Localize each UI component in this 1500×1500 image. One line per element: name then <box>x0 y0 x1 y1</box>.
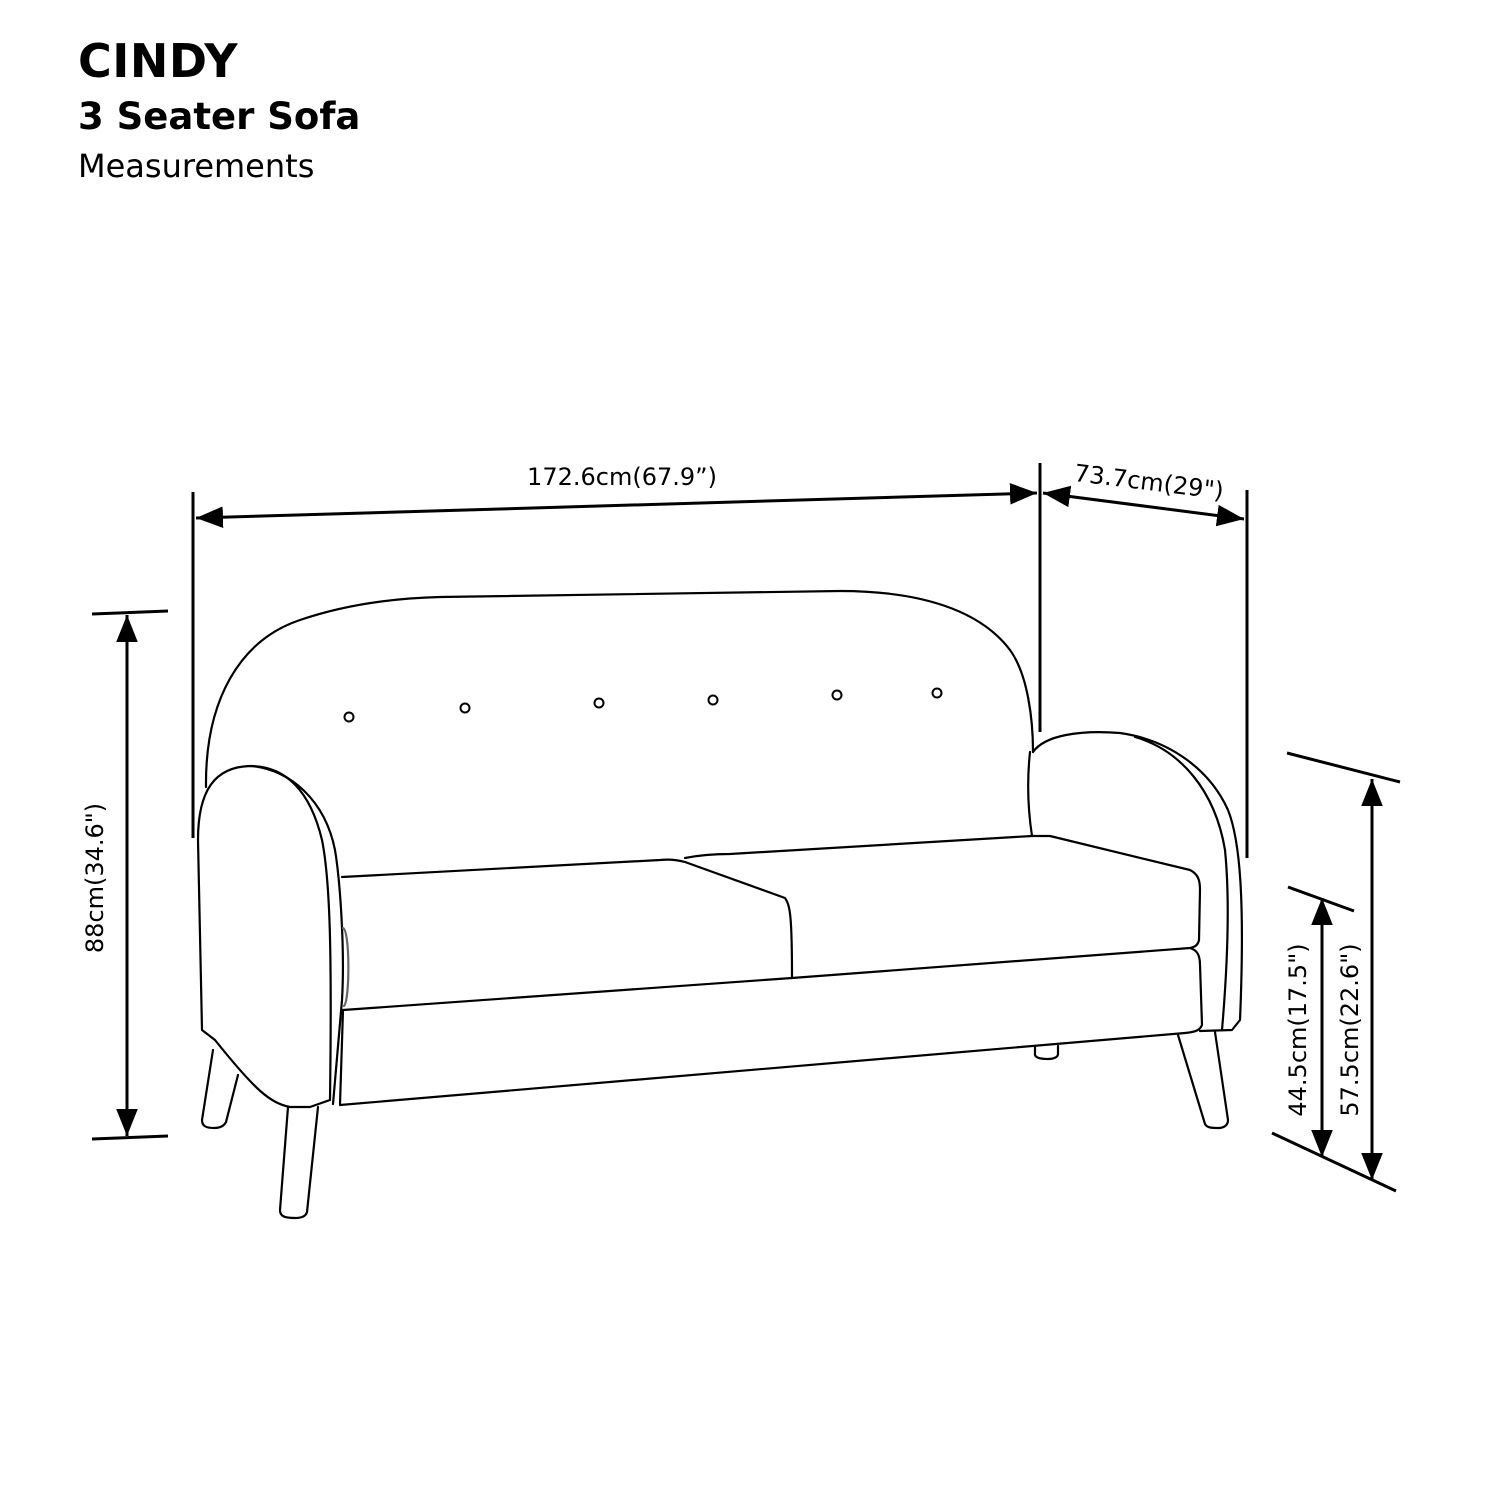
button-icon <box>707 694 719 706</box>
sofa-outline <box>196 589 1244 1220</box>
dimension-lines <box>91 463 1401 1193</box>
sofa-base <box>338 946 1204 1107</box>
leg-front-left <box>278 1105 320 1220</box>
width-label: 172.6cm(67.9”) <box>527 463 717 491</box>
seat-height-label: 44.5cm(17.5") <box>1284 943 1312 1116</box>
height-label: 88cm(34.6") <box>81 803 109 953</box>
leg-front-right <box>1176 1030 1230 1130</box>
button-icon <box>593 697 605 709</box>
button-icon <box>831 689 843 701</box>
seat-cushion-left <box>340 858 794 1012</box>
seat-cushion-right <box>683 834 1202 980</box>
right-arm <box>1031 731 1244 1033</box>
section-caption: Measurements <box>78 147 315 185</box>
button-icon <box>459 702 471 714</box>
backrest <box>204 589 1035 789</box>
left-arm <box>196 764 332 1109</box>
leg-back-middle <box>1033 1044 1060 1061</box>
product-type: 3 Seater Sofa <box>78 95 361 138</box>
leg-back-left <box>200 1048 240 1130</box>
arm-height-label: 57.5cm(22.6") <box>1336 943 1364 1116</box>
depth-label: 73.7cm(29") <box>1073 459 1226 505</box>
button-icon <box>343 711 355 723</box>
product-name: CINDY <box>78 34 239 88</box>
tufting-buttons <box>343 687 943 723</box>
button-icon <box>931 687 943 699</box>
